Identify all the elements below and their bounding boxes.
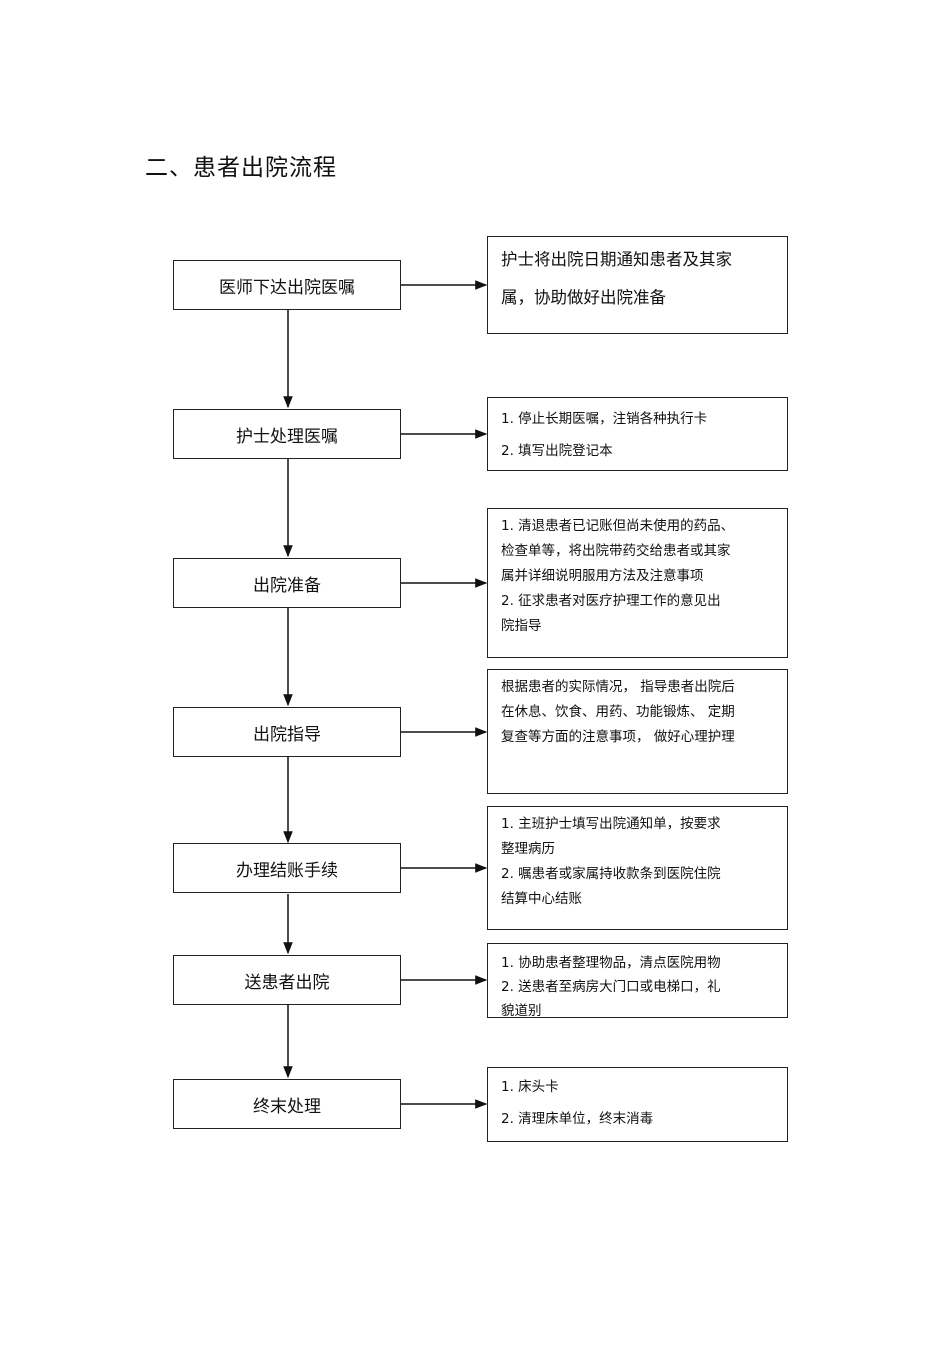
note-line: 2. 填写出院登记本 (501, 443, 613, 459)
note-line: 2. 清理床单位，终末消毒 (501, 1111, 654, 1127)
step-box-preparation: 出院准备 (173, 558, 401, 608)
note-line: 1. 协助患者整理物品，清点医院用物 (501, 955, 721, 971)
note-line: 1. 床头卡 (501, 1079, 559, 1095)
step-box-discharge-order: 医师下达出院医嘱 (173, 260, 401, 310)
note-box-escort: 1. 协助患者整理物品，清点医院用物 2. 送患者至病房大门口或电梯口，礼 貌道… (487, 943, 788, 1018)
note-box-preparation: 1. 清退患者已记账但尚未使用的药品、 检查单等，将出院带药交给患者或其家 属并… (487, 508, 788, 658)
note-box-settlement: 1. 主班护士填写出院通知单，按要求 整理病历 2. 嘱患者或家属持收款条到医院… (487, 806, 788, 930)
note-line: 根据患者的实际情况， 指导患者出院后 (501, 679, 735, 695)
note-box-discharge-order: 护士将出院日期通知患者及其家 属，协助做好出院准备 (487, 236, 788, 334)
note-line: 2. 嘱患者或家属持收款条到医院住院 (501, 866, 721, 882)
note-line: 貌道别 (501, 1003, 542, 1018)
note-line: 2. 送患者至病房大门口或电梯口，礼 (501, 979, 721, 995)
step-box-terminal: 终末处理 (173, 1079, 401, 1129)
note-line: 在休息、饮食、用药、功能锻炼、 定期 (501, 704, 735, 720)
note-line: 结算中心结账 (501, 891, 582, 907)
note-line: 属并详细说明服用方法及注意事项 (501, 568, 704, 584)
note-line: 整理病历 (501, 841, 555, 857)
note-box-process-order: 1. 停止长期医嘱，注销各种执行卡 2. 填写出院登记本 (487, 397, 788, 471)
note-box-guidance: 根据患者的实际情况， 指导患者出院后 在休息、饮食、用药、功能锻炼、 定期 复查… (487, 669, 788, 794)
note-line: 1. 停止长期医嘱，注销各种执行卡 (501, 411, 708, 427)
note-line: 2. 征求患者对医疗护理工作的意见出 (501, 593, 721, 609)
step-box-settlement: 办理结账手续 (173, 843, 401, 893)
note-line: 院指导 (501, 618, 542, 634)
step-box-guidance: 出院指导 (173, 707, 401, 757)
note-line: 复查等方面的注意事项， 做好心理护理 (501, 729, 735, 745)
note-line: 1. 清退患者已记账但尚未使用的药品、 (501, 518, 735, 534)
note-box-terminal: 1. 床头卡 2. 清理床单位，终末消毒 (487, 1067, 788, 1142)
note-line: 检查单等，将出院带药交给患者或其家 (501, 543, 731, 559)
note-line: 1. 主班护士填写出院通知单，按要求 (501, 816, 721, 832)
note-line: 属，协助做好出院准备 (501, 288, 666, 307)
note-line: 护士将出院日期通知患者及其家 (501, 250, 732, 269)
page-title: 二、患者出院流程 (145, 155, 337, 181)
step-box-escort: 送患者出院 (173, 955, 401, 1005)
step-box-process-order: 护士处理医嘱 (173, 409, 401, 459)
